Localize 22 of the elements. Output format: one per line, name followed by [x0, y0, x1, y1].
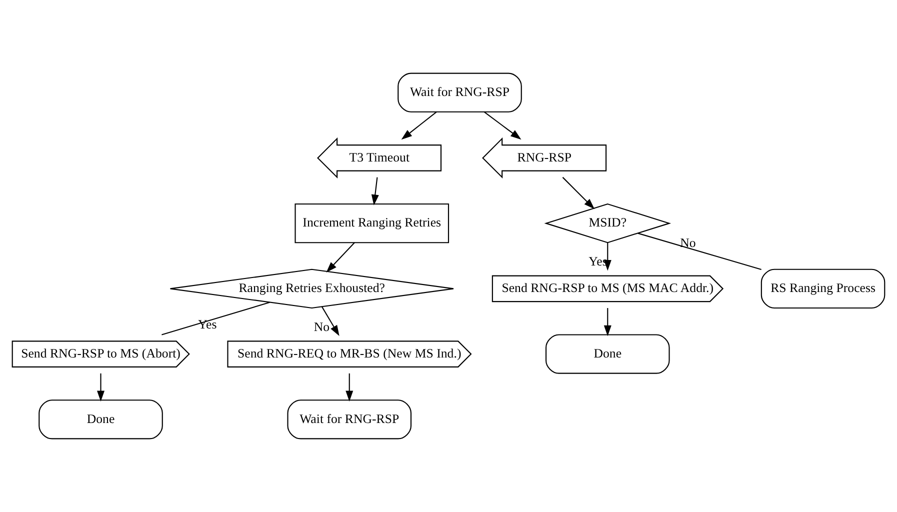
- node-box: Increment Ranging Retries: [294, 204, 450, 244]
- node-diamond: Ranging Retries Exhousted?: [170, 268, 454, 309]
- node-box: RS Ranging Process: [760, 268, 886, 309]
- edge-label: No: [680, 236, 696, 250]
- arrow: [604, 308, 612, 336]
- connector: [638, 232, 762, 270]
- arrow: [97, 373, 104, 402]
- edge-label: No: [314, 320, 330, 334]
- arrow: [401, 112, 437, 140]
- connector: [162, 302, 270, 336]
- arrow: [562, 176, 595, 210]
- arrow: [346, 373, 354, 402]
- arrow: [371, 177, 379, 206]
- arrow: [484, 112, 522, 140]
- edge-label: Yes: [198, 317, 217, 332]
- node-box: Wait for RNG-RSP: [287, 400, 412, 440]
- node-diamond: MSID?: [544, 203, 672, 244]
- node-box: Done: [545, 334, 670, 374]
- arrow: [321, 306, 340, 336]
- arrow: [326, 242, 355, 272]
- node-box: Done: [38, 400, 163, 440]
- node-box: Wait for RNG-RSP: [398, 72, 522, 112]
